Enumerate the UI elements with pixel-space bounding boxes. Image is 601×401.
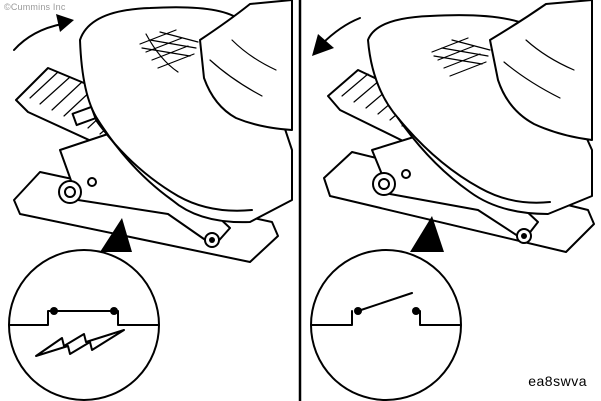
right-panel bbox=[310, 0, 595, 401]
right-motion-arrow-icon bbox=[312, 17, 361, 56]
right-shoe bbox=[367, 0, 593, 215]
left-motion-arrow-icon bbox=[13, 14, 74, 51]
right-callout-pointer bbox=[410, 216, 444, 252]
left-switch-closed bbox=[9, 307, 159, 326]
figure-code: ea8swva bbox=[528, 373, 587, 389]
left-callout-pointer bbox=[100, 218, 132, 252]
left-panel bbox=[8, 0, 293, 401]
right-switch-open bbox=[311, 292, 461, 326]
left-shoe bbox=[79, 0, 293, 224]
copyright-text: ©Cummins Inc bbox=[4, 2, 66, 12]
left-spark-icon bbox=[35, 329, 125, 357]
